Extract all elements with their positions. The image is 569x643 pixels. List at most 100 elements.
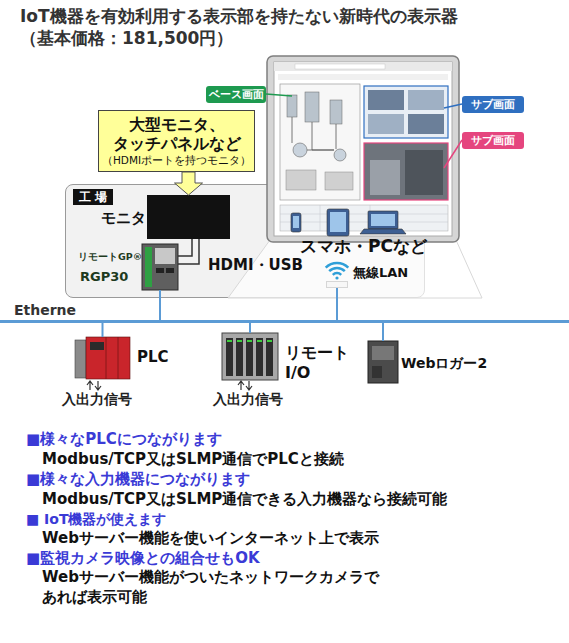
- io-slot: [256, 338, 263, 376]
- tank-symbol: [305, 92, 319, 122]
- signal-label: 入出力信号: [213, 389, 283, 409]
- ethernet-bus: Etherne: [0, 320, 569, 323]
- smartphone-icon: [291, 213, 301, 232]
- network-line: [159, 290, 161, 320]
- node-text: 大型モニタ、 タッチパネルなど: [102, 115, 252, 153]
- node-text: サブ画面: [471, 132, 515, 149]
- connector: [250, 323, 251, 333]
- feature-heading: ■ IoT機器が使えます: [26, 509, 166, 529]
- feature-body: Modbus/TCP又はSLMP通信でPLCと接続: [42, 449, 344, 469]
- network-line: [102, 323, 104, 337]
- node-text: 無線LAN: [353, 265, 408, 281]
- node-text: モニタ: [101, 209, 146, 228]
- remote-gp-panel: [155, 248, 175, 264]
- table-lines: [280, 205, 448, 231]
- feature-body: Webサーバー機能を使いインターネット上で表示: [42, 528, 379, 548]
- tank-symbol: [287, 95, 297, 117]
- device-label: スマホ・PCなど: [300, 236, 427, 256]
- pump-symbol: [293, 143, 307, 157]
- node-text: サブ画面: [471, 96, 515, 113]
- remote-gp-body: [142, 244, 178, 290]
- feature-heading: ■監視カメラ映像との組合せもOK: [26, 548, 260, 568]
- panel-block: [325, 172, 353, 190]
- pipe-lines: [292, 117, 336, 150]
- monitor: モニタ: [147, 195, 230, 239]
- web-logger-panel: [372, 346, 394, 360]
- callout-box: サブ画面: [462, 96, 524, 113]
- signal-arrows: [87, 381, 101, 390]
- feature-heading: ■様々なPLCにつながります: [26, 429, 222, 449]
- feature-heading: ■様々な入力機器につながります: [26, 469, 250, 489]
- signal-label: 入出力信号: [62, 389, 132, 409]
- io-slot: [266, 338, 273, 376]
- node-text: （HDMIポートを持つモニタ）: [102, 153, 251, 167]
- laptop-base: [360, 229, 406, 234]
- node-text: RGP30: [80, 269, 128, 285]
- web-logger-body: [368, 341, 398, 383]
- camera-scene: [405, 150, 443, 195]
- remote-gp-port: [156, 268, 164, 273]
- sub-screen: [364, 86, 448, 138]
- display-screen: [274, 62, 452, 236]
- remote-gp-stripe: [145, 247, 152, 287]
- feature-body: Modbus/TCP又はSLMP通信できる入力機器なら接続可能: [42, 489, 447, 509]
- io-leds: [227, 340, 272, 342]
- connector: [383, 323, 384, 341]
- address-bar: [295, 64, 385, 69]
- laptop-screen: [371, 214, 395, 226]
- tank-symbol: [330, 100, 342, 124]
- screen-tile: [408, 114, 444, 134]
- screen-tile: [368, 90, 404, 110]
- camera-screen: [364, 143, 448, 200]
- diagram-title: IoT機器を有効利用する表示部を持たない新時代の表示器 （基本価格：181,50…: [20, 5, 490, 49]
- data-table: [280, 205, 448, 231]
- io-slot: [226, 338, 233, 376]
- screen-tile: [408, 90, 444, 110]
- network-line: [382, 323, 384, 341]
- network-line: [336, 288, 338, 320]
- node-text: PLC: [137, 348, 169, 367]
- callout-box: サブ画面: [462, 132, 524, 149]
- leader-line: [444, 104, 462, 108]
- leader-line: [266, 94, 292, 96]
- network-line: [249, 323, 251, 333]
- laptop-icon: [368, 211, 398, 229]
- plc-display: [90, 342, 104, 350]
- web-logger-port: [372, 366, 382, 378]
- node-text: ベース画面: [209, 86, 264, 103]
- remote-gp-port: [166, 268, 174, 273]
- plc-power-module: [75, 340, 86, 378]
- tablet-screen: [330, 212, 346, 232]
- node-text: Webロガー2: [401, 354, 487, 372]
- tablet-icon: [327, 209, 349, 236]
- node-text: リモート I/O: [285, 343, 357, 383]
- node-text: Etherne: [14, 301, 76, 319]
- remote-io-body: [222, 333, 278, 380]
- camera-scene: [370, 160, 400, 195]
- io-slot: [236, 338, 243, 376]
- smartphone-screen: [293, 216, 299, 228]
- feature-body: Webサーバー機能がついたネットワークカメラで あれば表示可能: [42, 567, 417, 607]
- signal-arrows: [238, 381, 252, 390]
- wifi-symbol: [326, 263, 349, 275]
- plc-slots: [106, 337, 118, 379]
- node-text: リモートGP®: [78, 251, 142, 263]
- base-screen-panel: [280, 84, 360, 200]
- pump-symbol: [334, 149, 346, 161]
- wifi-dot: [335, 276, 338, 279]
- toolbar: [278, 74, 448, 80]
- io-slot: [246, 338, 253, 376]
- plc-body: [86, 337, 130, 379]
- callout-box: 大型モニタ、 タッチパネルなど（HDMIポートを持つモニタ）: [98, 110, 255, 172]
- leader-line: [444, 140, 462, 168]
- connector: [102, 323, 103, 337]
- screen-tile: [368, 114, 404, 134]
- browser-bar: [274, 62, 452, 71]
- panel-block: [286, 170, 316, 190]
- connector: [160, 290, 161, 320]
- display-frame: [267, 56, 459, 242]
- callout-box: ベース画面: [206, 86, 266, 103]
- node-text: 工 場: [73, 189, 113, 205]
- edge-label: HDMI・USB: [208, 256, 303, 274]
